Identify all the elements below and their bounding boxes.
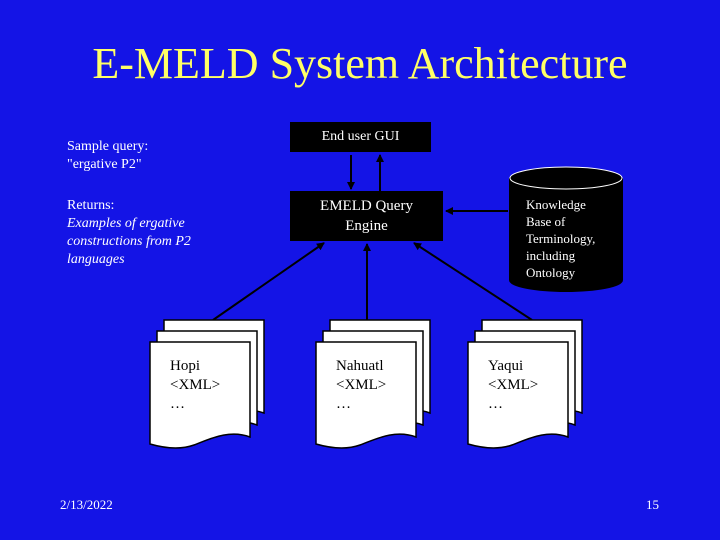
document-stack-yaqui [467, 319, 583, 449]
arrow-hopi-to-engine [212, 242, 325, 321]
hopi-document-text: Hopi <XML> … [170, 357, 220, 414]
knowledge-base-line-2: Base of [526, 214, 566, 229]
document-stack-hopi [149, 319, 265, 449]
sample-query-label: Sample query: [67, 139, 149, 154]
yaqui-document-name: Yaqui [488, 358, 524, 374]
query-engine-box: EMELD Query Engine [290, 191, 443, 241]
knowledge-base-line-3: Terminology, [526, 231, 596, 246]
end-user-gui-label: End user GUI [321, 129, 400, 144]
returns-label: Returns: [67, 198, 115, 213]
hopi-document-name: Hopi [170, 358, 200, 374]
footer-page-number: 15 [646, 497, 659, 512]
hopi-document-tag: <XML> [170, 377, 221, 393]
yaqui-document-text: Yaqui <XML> … [488, 357, 538, 414]
query-engine-line-1: EMELD Query [320, 198, 413, 214]
nahuatl-document-name: Nahuatl [336, 358, 384, 374]
returns-value: Examples of ergative constructions from … [67, 216, 191, 267]
document-stack-nahuatl [315, 319, 431, 449]
sample-query-value: "ergative P2" [67, 157, 142, 172]
end-user-gui-box: End user GUI [290, 122, 431, 152]
yaqui-document-more: … [488, 396, 503, 412]
footer-date: 2/13/2022 [60, 497, 113, 512]
knowledge-base-line-5: Ontology [526, 265, 576, 280]
yaqui-document-tag: <XML> [488, 377, 539, 393]
knowledge-base-cylinder [509, 166, 623, 292]
nahuatl-document-tag: <XML> [336, 377, 387, 393]
nahuatl-document-more: … [336, 396, 351, 412]
hopi-document-more: … [170, 396, 185, 412]
query-engine-line-2: Engine [345, 218, 388, 234]
knowledge-base-line-1: Knowledge [526, 197, 586, 212]
slide-title: E-MELD System Architecture [92, 39, 628, 88]
knowledge-base-line-4: including [526, 248, 576, 263]
knowledge-base-label: Knowledge Base of Terminology, including… [526, 196, 618, 281]
nahuatl-document-text: Nahuatl <XML> … [336, 357, 386, 414]
arrow-yaqui-to-engine [413, 242, 533, 321]
